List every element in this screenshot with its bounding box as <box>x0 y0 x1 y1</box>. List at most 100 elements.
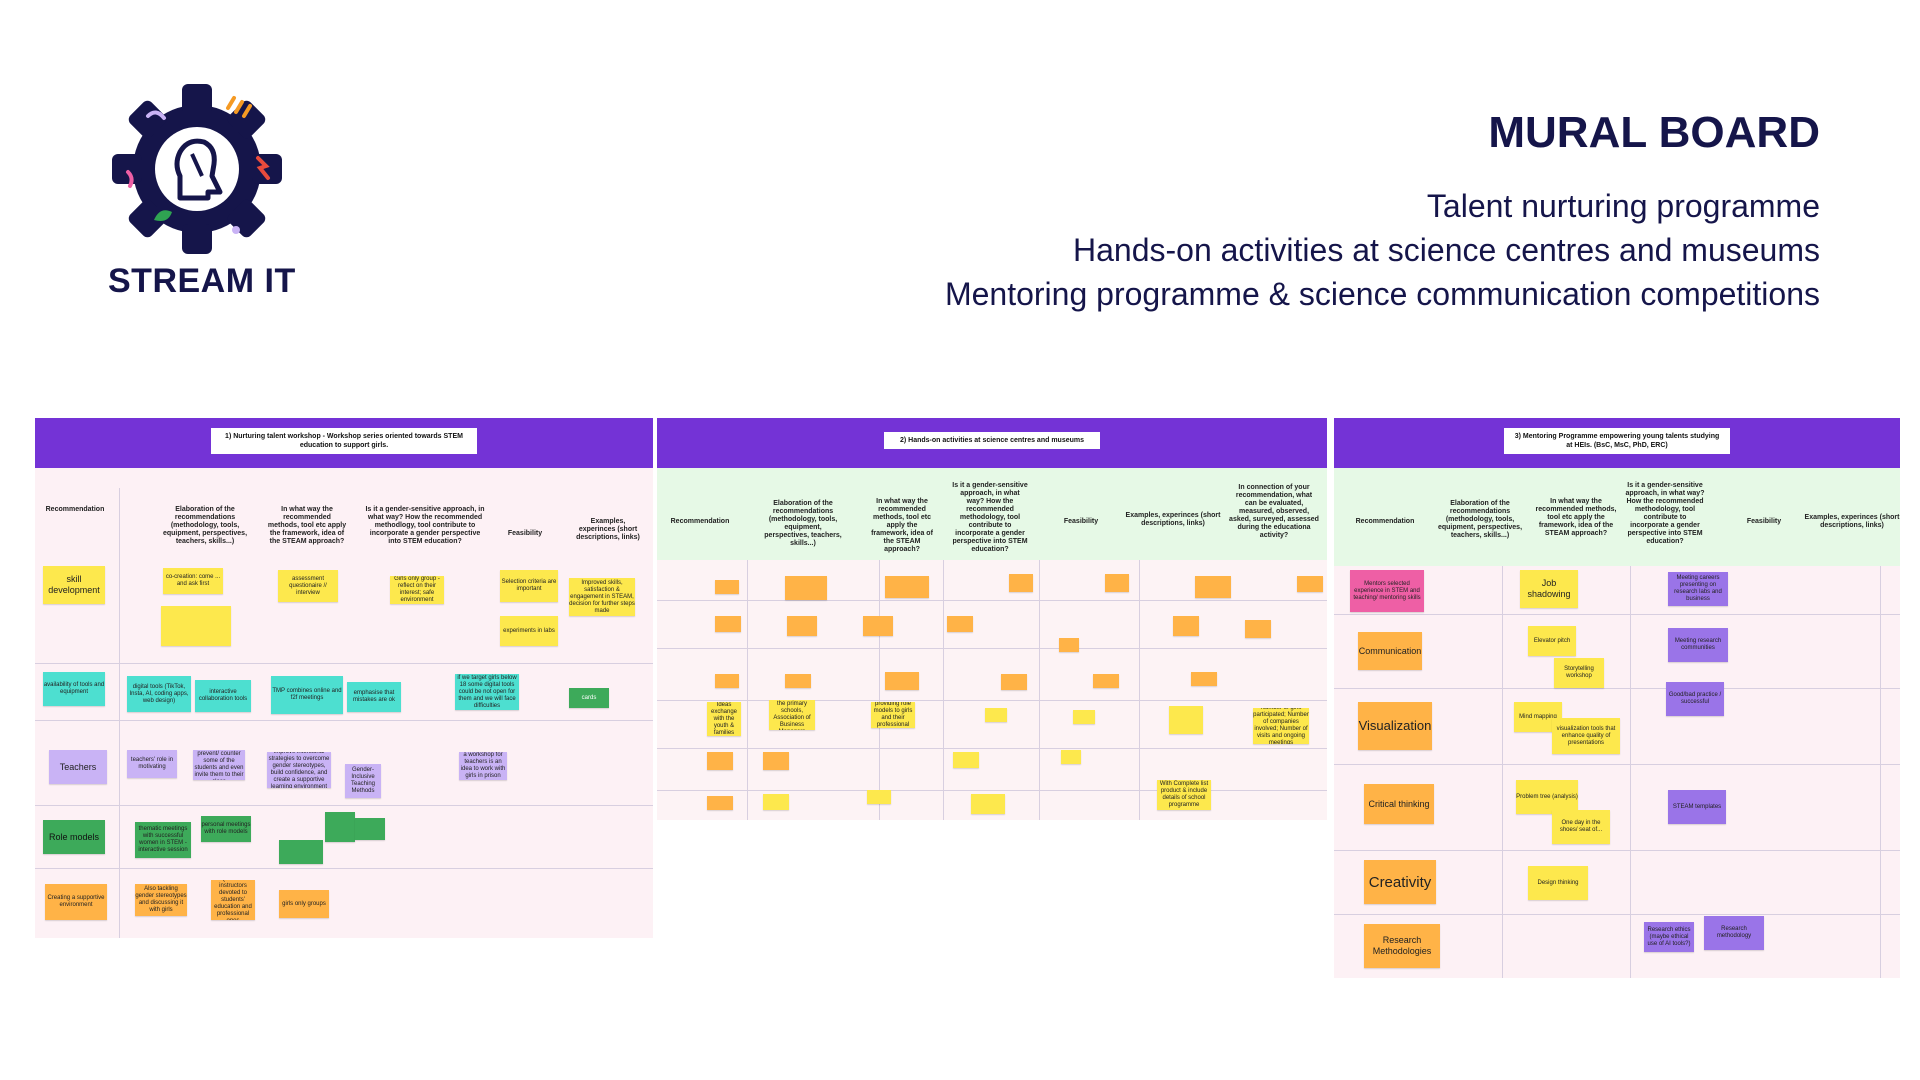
b2-note[interactable]: Ideas exchange with the youth & families <box>707 702 741 736</box>
b2-note[interactable] <box>1061 750 1081 764</box>
b2-note[interactable] <box>785 576 827 600</box>
logo-accent-marks <box>126 96 270 234</box>
b2-note[interactable] <box>863 616 893 636</box>
b2-note[interactable] <box>787 616 817 636</box>
b1-note[interactable]: Selection criteria are important <box>500 570 558 602</box>
b2-note[interactable] <box>1093 674 1119 688</box>
b2-note[interactable] <box>715 616 741 632</box>
b3-col-gender: Is it a gender-sensitive approach, in wh… <box>1625 482 1705 545</box>
b1-note[interactable]: thematic meetings with successful women … <box>135 822 191 858</box>
b2-note[interactable] <box>1245 620 1271 638</box>
subtitle-line-1: Talent nurturing programme <box>1426 188 1820 224</box>
b1-note[interactable]: experiments in labs <box>500 616 558 646</box>
b2-note[interactable] <box>1009 574 1033 592</box>
b1-note[interactable]: teachers could prevent/ counter some of … <box>193 750 245 780</box>
b1-note[interactable]: cards <box>569 688 609 708</box>
b1-row-supportive[interactable]: Creating a supportive environment <box>45 884 107 920</box>
b2-note[interactable] <box>763 794 789 810</box>
mural-board-2[interactable]: 2) Hands-on activities at science centre… <box>657 418 1327 828</box>
b2-note[interactable] <box>1059 638 1079 652</box>
b1-note[interactable]: teachers' role in motivating <box>127 750 177 778</box>
b1-note[interactable]: Improved skills, satisfaction & engageme… <box>569 578 635 616</box>
b3-row-visualization[interactable]: Visualization <box>1358 702 1432 750</box>
b3-note[interactable]: STEAM templates <box>1668 790 1726 824</box>
b2-note[interactable] <box>715 580 739 594</box>
mural-board-1[interactable]: 1) Nurturing talent workshop - Workshop … <box>35 418 653 938</box>
head-detail <box>190 153 204 177</box>
b1-note[interactable]: Gender-Inclusive Teaching Methods <box>345 764 381 798</box>
b2-note[interactable] <box>1073 710 1095 724</box>
b1-row-teachers[interactable]: Teachers <box>49 750 107 784</box>
b1-note[interactable]: interactive collaboration tools <box>195 680 251 712</box>
b1-note[interactable] <box>325 812 355 842</box>
b1-note[interactable]: if we target girls below 18 some digital… <box>455 674 519 710</box>
b1-note[interactable]: emphasise that mistakes are ok <box>347 682 401 712</box>
b2-note[interactable] <box>1191 672 1217 686</box>
b3-row-mentors[interactable]: Mentors selected experience in STEM and … <box>1350 570 1424 612</box>
b2-col-elaboration: Elaboration of the recommendations (meth… <box>764 500 842 547</box>
b3-note[interactable]: One day in the shoes/ seat of... <box>1552 810 1610 844</box>
b1-note[interactable]: Also tackling gender stereotypes and dis… <box>135 884 187 916</box>
b2-note[interactable]: With Complete list product & include det… <box>1157 780 1211 810</box>
b2-note[interactable] <box>1297 576 1323 592</box>
b1-note[interactable]: digital tools (TikTok, Insta, AI, coding… <box>127 676 191 712</box>
b3-note[interactable]: Good/bad practice / successful <box>1666 682 1724 716</box>
b2-note[interactable] <box>763 752 789 770</box>
b1-note[interactable]: Improve intentional strategies to overco… <box>267 752 331 788</box>
b1-note[interactable]: Qualified instructors devoted to student… <box>211 880 255 920</box>
b3-note[interactable]: Problem tree (analysis) <box>1516 780 1578 814</box>
b1-note[interactable] <box>161 606 231 646</box>
b2-note[interactable] <box>885 672 919 690</box>
b2-note[interactable] <box>1001 674 1027 690</box>
b1-note[interactable]: a workshop for teachers is an idea to wo… <box>459 752 507 780</box>
b3-note[interactable]: Design thinking <box>1528 866 1588 900</box>
b3-note[interactable]: visualization tools that enhance quality… <box>1552 718 1620 754</box>
b3-note-job-shadowing[interactable]: Job shadowing <box>1520 570 1578 608</box>
b1-col-examples: Examples, experinces (short descriptions… <box>576 518 640 541</box>
b2-note[interactable] <box>971 794 1005 814</box>
b2-note[interactable] <box>1173 616 1199 636</box>
b2-note[interactable]: Cooperation with the primary schools, As… <box>769 700 815 730</box>
b3-row-research-methodologies[interactable]: Research Methodologies <box>1364 924 1440 968</box>
b2-col-feasibility: Feasibility <box>1063 518 1099 525</box>
b3-note[interactable]: Meeting research communities <box>1668 628 1728 662</box>
b1-row-role-models[interactable]: Role models <box>43 820 105 854</box>
b2-note[interactable] <box>947 616 973 632</box>
b3-row-critical-thinking[interactable]: Critical thinking <box>1364 784 1434 824</box>
board-2-title: 2) Hands-on activities at science centre… <box>884 432 1100 449</box>
b1-note[interactable]: personal meetings with role models <box>201 816 251 842</box>
b2-note[interactable] <box>1169 706 1203 734</box>
b3-note[interactable]: Storytelling workshop <box>1554 658 1604 688</box>
b1-note[interactable]: girls only groups <box>279 890 329 918</box>
b3-row-creativity[interactable]: Creativity <box>1364 860 1436 904</box>
b2-note[interactable] <box>715 674 739 688</box>
b2-note[interactable] <box>785 674 811 688</box>
b1-note[interactable]: TMP combines online and f2f meetings <box>271 676 343 714</box>
b2-note[interactable] <box>985 708 1007 722</box>
b3-note[interactable]: Research ethics (maybe ethical use of AI… <box>1644 922 1694 952</box>
b3-note[interactable]: Meeting careers presenting on research l… <box>1668 572 1728 606</box>
b3-row-communication[interactable]: Communication <box>1358 632 1422 670</box>
b1-row-tools[interactable]: availability of tools and equipment <box>43 672 105 706</box>
b2-note[interactable] <box>867 790 891 804</box>
b1-row-skill-development[interactable]: skill development <box>43 566 105 604</box>
b2-note[interactable] <box>953 752 979 768</box>
stream-it-logo <box>112 84 282 254</box>
b3-col-steam: In what way the recommended methods, too… <box>1535 498 1617 537</box>
b3-note[interactable]: Research methodology <box>1704 916 1764 950</box>
b2-note[interactable] <box>707 752 733 770</box>
b3-col-recommendation: Recommendation <box>1355 518 1415 525</box>
b3-note[interactable]: Elevator pitch <box>1528 626 1576 656</box>
mural-board-3[interactable]: 3) Mentoring Programme empowering young … <box>1334 418 1900 978</box>
b2-note[interactable]: Through providing role models to girls a… <box>871 702 915 728</box>
b1-note[interactable] <box>279 840 323 864</box>
b1-note[interactable]: co-creation: come ... and ask first <box>163 568 223 594</box>
b2-note[interactable] <box>1105 574 1129 592</box>
b2-note[interactable] <box>707 796 733 810</box>
b2-note[interactable] <box>1195 576 1231 598</box>
b1-note[interactable]: assessment questionaire // interview <box>278 570 338 602</box>
b2-note[interactable] <box>885 576 929 598</box>
b1-note[interactable]: Girls only group - reflect on their inte… <box>390 576 444 604</box>
b1-note[interactable] <box>355 818 385 840</box>
b2-note[interactable]: Number of girls participated; Number of … <box>1253 708 1309 744</box>
